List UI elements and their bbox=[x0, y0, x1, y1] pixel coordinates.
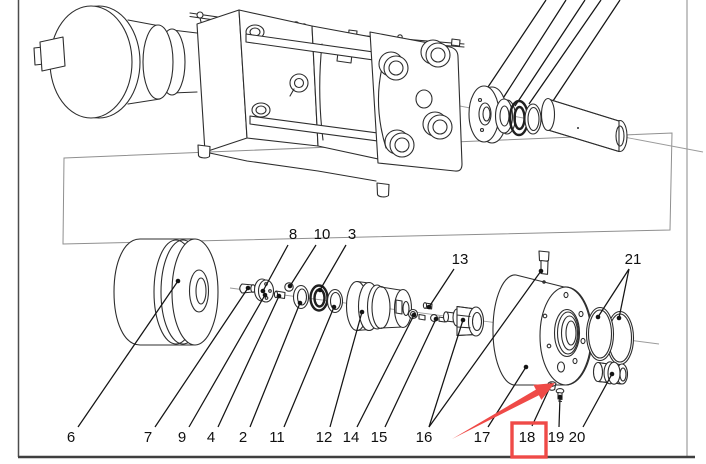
leader-line-19 bbox=[558, 396, 561, 428]
end-cap-drawing bbox=[492, 274, 593, 386]
callout-label-14: 14 bbox=[343, 429, 360, 446]
leader-dot-14 bbox=[411, 312, 417, 318]
pump-assembly-drawing bbox=[33, 5, 465, 198]
callout-label-7: 7 bbox=[144, 429, 152, 446]
rear-head-drawing bbox=[369, 31, 463, 172]
callout-label-4: 4 bbox=[207, 429, 215, 446]
leader-dot-19 bbox=[557, 394, 563, 400]
leader-line-2 bbox=[249, 302, 301, 428]
leader-line-15 bbox=[384, 318, 437, 428]
washer-leader-lines bbox=[481, 0, 621, 114]
leader-dot-9 bbox=[262, 292, 268, 298]
leader-dot-12 bbox=[359, 309, 365, 315]
callout-label-2: 2 bbox=[239, 429, 247, 446]
highlight-box bbox=[510, 421, 548, 459]
flange-plate-drawing bbox=[196, 9, 248, 153]
leader-line-12 bbox=[329, 311, 363, 428]
leader-dot-13 bbox=[426, 304, 432, 310]
cylinder-part-drawing bbox=[113, 238, 219, 346]
callout-label-11: 11 bbox=[269, 429, 285, 446]
motor-shaft-drawing bbox=[39, 36, 66, 72]
leader-dot-2 bbox=[297, 300, 303, 306]
leader-line-14 bbox=[356, 314, 415, 428]
callout-label-16: 16 bbox=[416, 429, 433, 446]
leader-line-20 bbox=[582, 373, 613, 428]
leader-line-21 bbox=[618, 268, 630, 319]
leader-line-11 bbox=[283, 306, 335, 428]
leader-dot-17 bbox=[523, 364, 529, 370]
leader-dot-16 bbox=[538, 268, 544, 274]
leader-dot-8 bbox=[260, 288, 266, 294]
leader-dot-15 bbox=[433, 316, 439, 322]
leader-line-13 bbox=[428, 268, 455, 308]
callout-label-17: 17 bbox=[474, 429, 491, 446]
plug-fitting-drawing bbox=[442, 305, 485, 337]
callout-label-18: 18 bbox=[519, 429, 536, 446]
rod-drawing bbox=[540, 97, 628, 153]
callout-label-21: 21 bbox=[625, 251, 642, 268]
leader-dot-16 bbox=[460, 317, 466, 323]
pin-and-nut-drawing bbox=[407, 302, 446, 323]
callout-label-12: 12 bbox=[316, 429, 333, 446]
callout-label-20: 20 bbox=[569, 429, 586, 446]
callout-label-9: 9 bbox=[178, 429, 186, 446]
callout-label-19: 19 bbox=[548, 429, 565, 446]
callout-label-15: 15 bbox=[371, 429, 388, 446]
leader-line-9 bbox=[188, 294, 266, 428]
leader-line-16 bbox=[428, 270, 542, 428]
callout-label-6: 6 bbox=[67, 429, 75, 446]
callout-label-8: 8 bbox=[289, 226, 297, 243]
leader-line-10 bbox=[289, 244, 317, 287]
leader-line-4 bbox=[217, 295, 280, 428]
leader-line-7 bbox=[154, 287, 249, 428]
washer-stack-drawing bbox=[468, 0, 628, 153]
leader-dot-21 bbox=[616, 315, 622, 321]
drain-plug-drawing bbox=[289, 73, 309, 93]
leader-dot-3 bbox=[317, 287, 323, 293]
leader-dot-21 bbox=[595, 314, 601, 320]
piston-group-drawing bbox=[345, 280, 413, 332]
leader-dot-4 bbox=[276, 293, 282, 299]
leader-dot-11 bbox=[331, 304, 337, 310]
leader-line-3 bbox=[319, 244, 347, 291]
callout-label-3: 3 bbox=[348, 226, 356, 243]
leader-line-16 bbox=[428, 319, 464, 428]
leader-line-6 bbox=[77, 280, 179, 428]
isometric-reference-box bbox=[62, 132, 673, 245]
leader-dot-6 bbox=[175, 278, 181, 284]
callout-label-10: 10 bbox=[314, 226, 331, 243]
highlight-arrow bbox=[452, 383, 555, 439]
leader-dot-7 bbox=[245, 285, 251, 291]
leader-line-21 bbox=[597, 268, 630, 318]
retaining-rings-drawing bbox=[585, 306, 635, 366]
lower-parts-drawing bbox=[113, 238, 635, 402]
leader-dot-10 bbox=[287, 283, 293, 289]
leader-line-8 bbox=[262, 244, 289, 292]
page-borders bbox=[17, 0, 695, 459]
callout-label-13: 13 bbox=[452, 251, 469, 268]
leader-dot-20 bbox=[609, 371, 615, 377]
